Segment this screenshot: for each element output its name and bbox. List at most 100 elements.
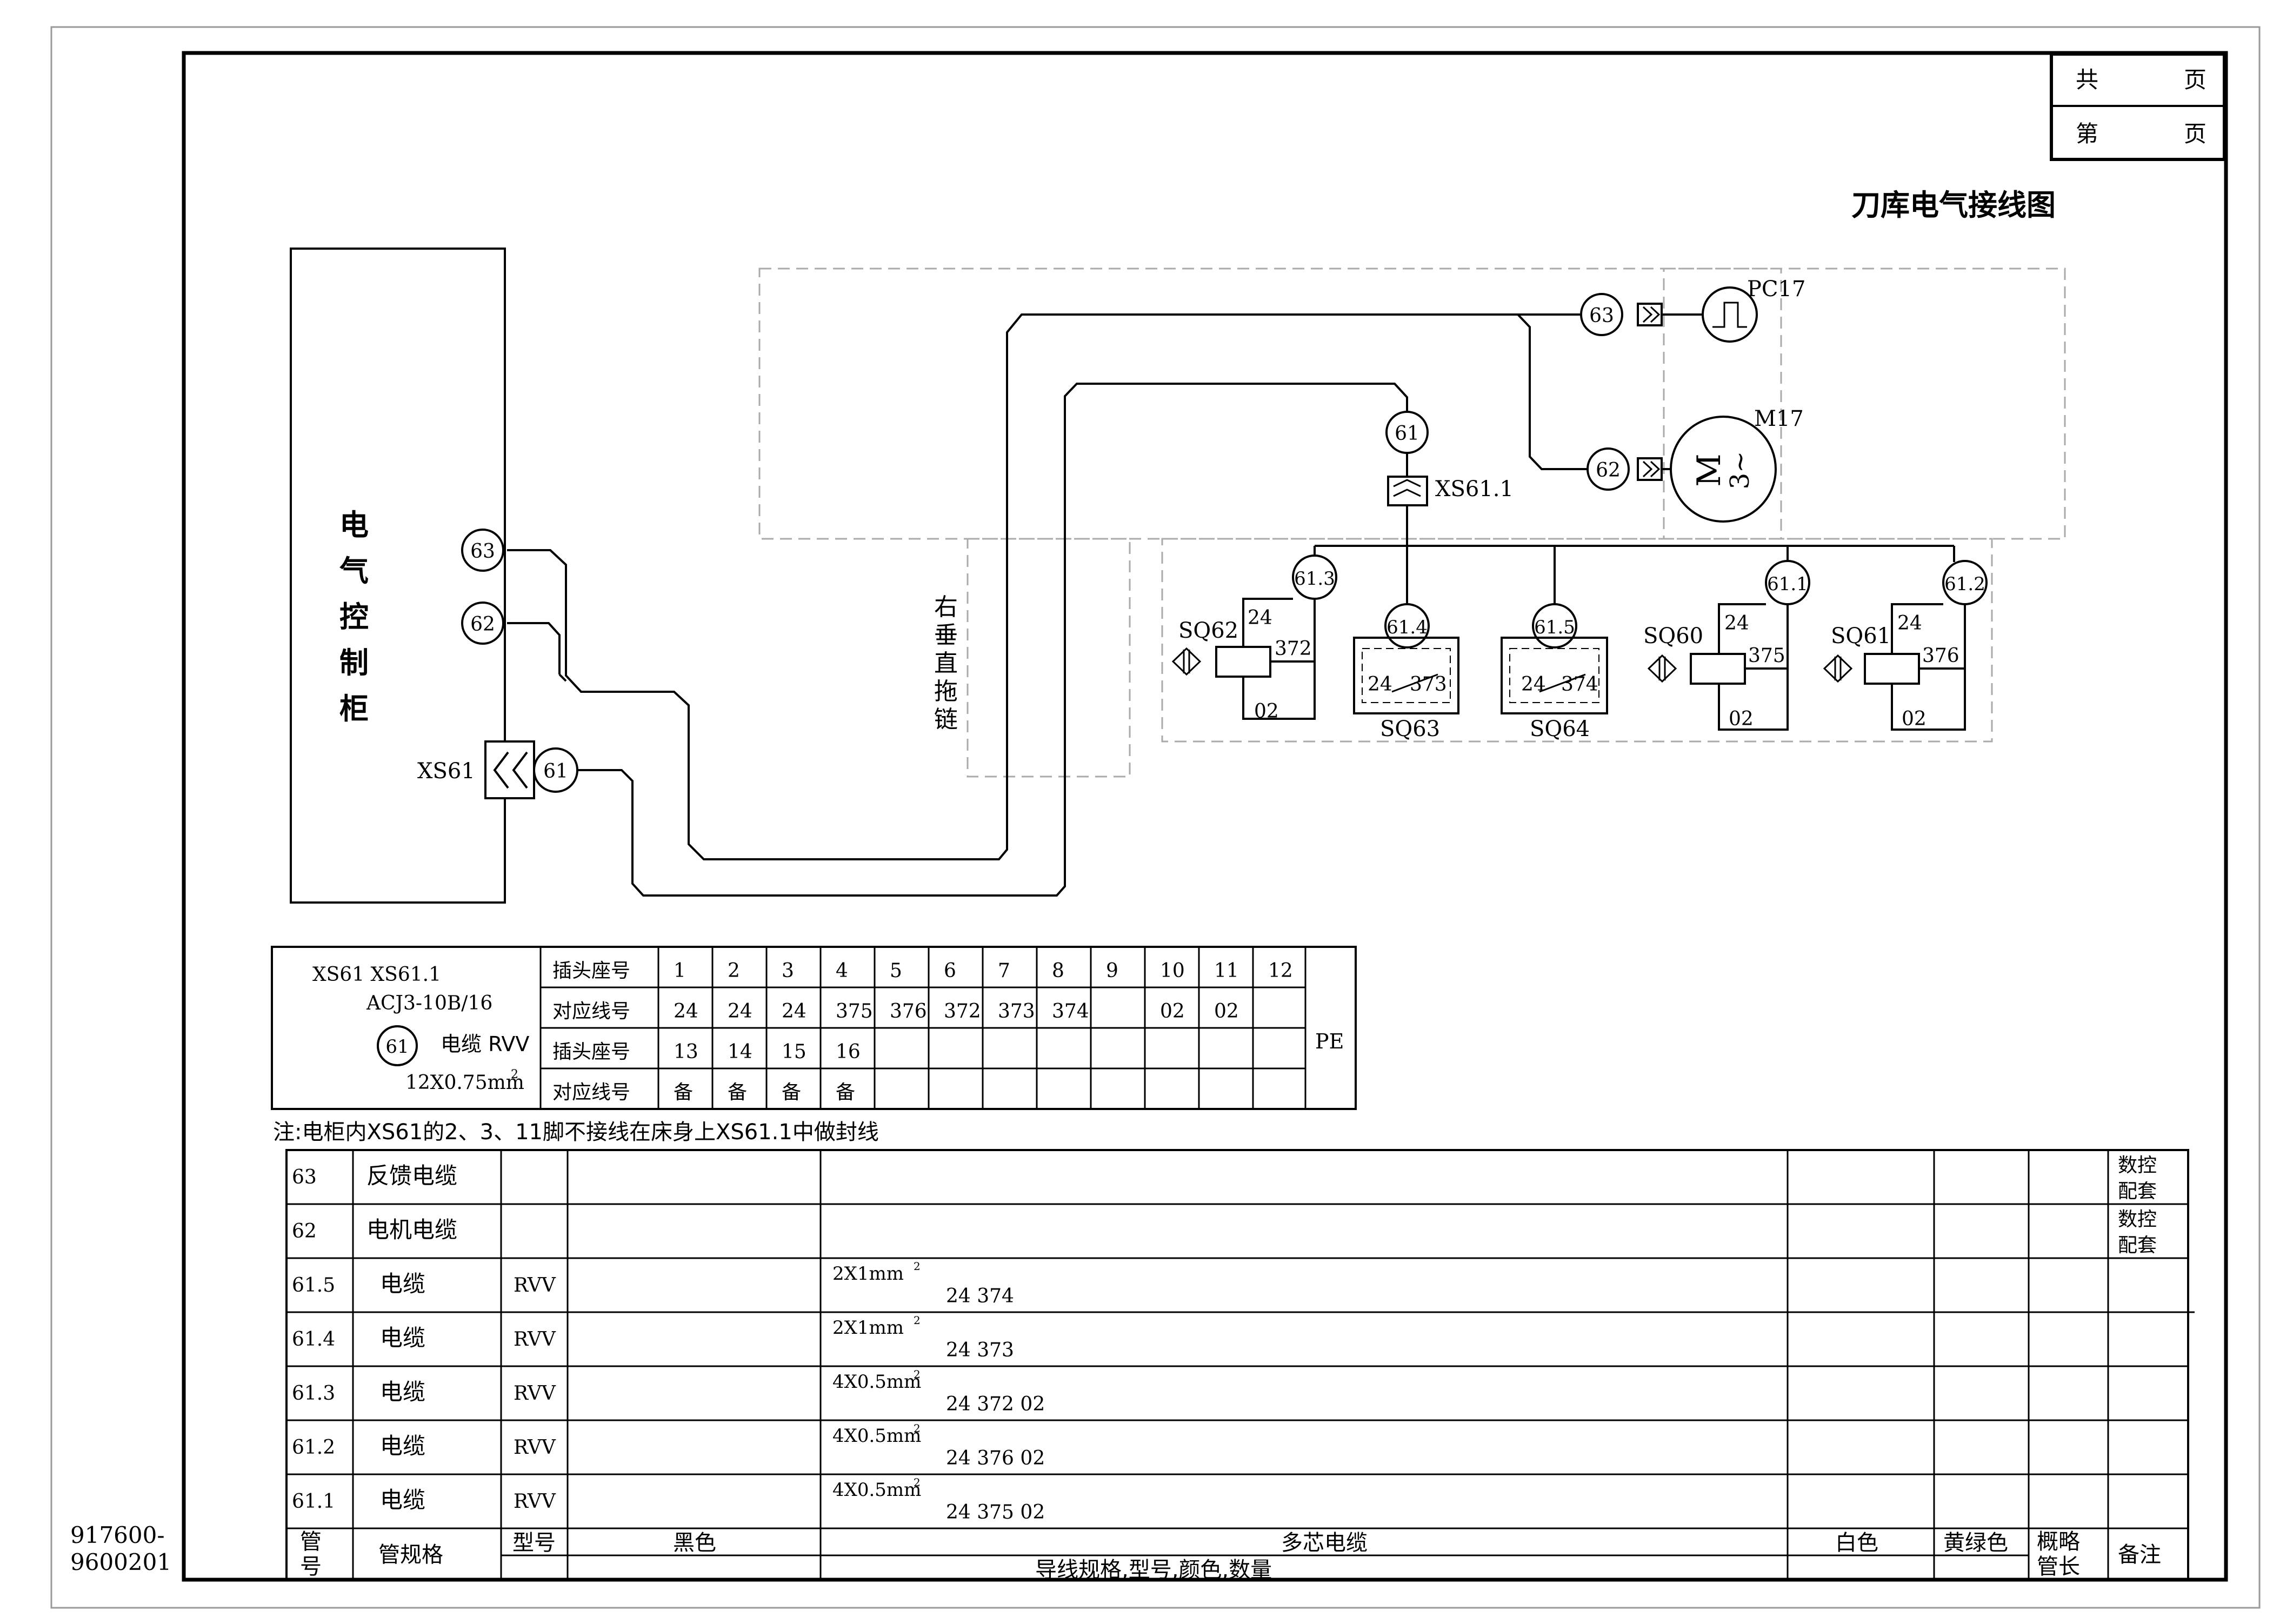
switch-sq60: 61.1 SQ60 24 375 02 <box>1643 560 1810 731</box>
bubble-63-cabinet-text: 63 <box>470 540 495 563</box>
cable-row-remark-2: 配套 <box>2118 1234 2157 1257</box>
pin-cell-pins_1-4: 4 <box>836 960 848 982</box>
switch-sq64: 61.5 24 374 SQ64 <box>1501 603 1608 741</box>
sq63-wire-right: 373 <box>1410 673 1447 696</box>
sq60-wire-side: 375 <box>1748 645 1785 667</box>
bubble-615-text: 61.5 <box>1534 617 1575 638</box>
cable-row-no: 61.3 <box>292 1382 335 1405</box>
cable-row-wires: 24 372 02 <box>946 1393 1045 1415</box>
pin-cell-pins_1-3: 3 <box>782 960 794 982</box>
row-label-wire-2: 对应线号 <box>552 1081 630 1104</box>
footer-length-2: 管长 <box>2037 1554 2080 1579</box>
drag-chain-char-5: 链 <box>934 706 958 733</box>
bubble-62-cabinet <box>461 602 504 645</box>
control-cabinet: 电 气 控 制 柜 XS61 <box>290 248 535 904</box>
pin-cell-pins_2-3: 15 <box>782 1041 806 1063</box>
pin-table-pe: PE <box>1315 1030 1344 1053</box>
zone-drag-chain <box>966 538 1131 778</box>
bubble-63-field-text: 63 <box>1589 305 1614 327</box>
cable-row-spec: 4X0.5mm <box>832 1371 921 1393</box>
sq62-wire-side: 372 <box>1275 638 1312 660</box>
pin-table-cable-type: 电缆 RVV <box>441 1032 529 1056</box>
footer-white: 白色 <box>1835 1531 1878 1555</box>
pin-cell-pins_1-9: 9 <box>1106 960 1118 982</box>
pin-cell-wires_1-11: 02 <box>1214 1000 1239 1022</box>
sq61-wire-bottom: 02 <box>1902 708 1927 730</box>
cable-row-wires: 24 376 02 <box>946 1447 1045 1469</box>
cable-row-spec: 4X0.5mm <box>832 1479 921 1501</box>
pin-table-cable-spec: 12X0.75mm <box>405 1072 524 1094</box>
cable-row-spec-sup: 2 <box>914 1422 921 1435</box>
bubble-62-field-text: 62 <box>1596 459 1621 482</box>
pin-cell-pins_1-12: 12 <box>1268 960 1293 982</box>
xs611-connector <box>1387 476 1428 506</box>
bubble-63-cabinet <box>461 529 504 572</box>
pin-table-cable-bubble: 61 <box>385 1036 409 1058</box>
bubble-61-field <box>1385 411 1429 454</box>
cabinet-label-char-4: 制 <box>339 646 369 680</box>
outer-border <box>50 26 2261 1609</box>
sq63-wire-left: 24 <box>1368 673 1392 696</box>
pin-cell-wires_1-3: 24 <box>782 1000 806 1022</box>
sq60-label: SQ60 <box>1643 624 1703 649</box>
cable-63-route <box>507 313 1587 860</box>
footer-wire-spec: 导线规格,型号,颜色,数量 <box>1035 1558 1272 1582</box>
cable-62-route <box>1517 313 1587 470</box>
drag-chain-char-3: 直 <box>934 650 958 677</box>
drawing-number-line1: 917600- <box>70 1522 165 1548</box>
cable-row-remark-1: 数控 <box>2118 1208 2157 1231</box>
cable-row-type: RVV <box>514 1491 556 1513</box>
pin-cell-wires_2-1: 备 <box>674 1081 693 1104</box>
footer-pipe-no-2: 号 <box>300 1554 322 1579</box>
pin-cell-pins_1-11: 11 <box>1214 960 1239 982</box>
pin-cell-pins_1-8: 8 <box>1052 960 1064 982</box>
bubble-61-cabinet <box>533 747 578 793</box>
cable-row-spec: 4X0.5mm <box>832 1425 921 1447</box>
footer-multicore: 多芯电缆 <box>1281 1531 1368 1555</box>
drag-chain-label: 右 垂 直 拖 链 <box>934 593 958 733</box>
pin-cell-wires_2-3: 备 <box>782 1081 801 1104</box>
cable-row-spec: 2X1mm <box>832 1263 904 1285</box>
xs61-connector <box>484 740 535 799</box>
drawing-number-line2: 9600201 <box>70 1549 171 1575</box>
wiring-note: 注:电柜内XS61的2、3、11脚不接线在床身上XS61.1中做封线 <box>273 1120 879 1145</box>
sq61-wire-side: 376 <box>1922 645 1959 667</box>
sq60-wire-bottom: 02 <box>1729 708 1754 730</box>
pin-cell-wires_1-4: 375 <box>836 1000 873 1022</box>
pin-cell-wires_1-7: 373 <box>998 1000 1035 1022</box>
bubble-61-cabinet-text: 61 <box>543 760 568 783</box>
cable-row-name: 电缆 <box>380 1487 425 1513</box>
pin-cell-pins_1-5: 5 <box>890 960 902 982</box>
pin-table-connector-names: XS61 XS61.1 <box>312 964 441 986</box>
switch-sq63: 61.4 24 373 SQ63 <box>1353 603 1459 741</box>
footer-yellow-green: 黄绿色 <box>1943 1531 2008 1555</box>
cable-routes <box>507 313 1955 897</box>
inner-frame <box>182 51 2228 1582</box>
cable-row-wires: 24 373 <box>946 1339 1014 1361</box>
field-devices: 63 PC17 62 M 3~ M17 61 XS61.1 <box>1385 277 1805 523</box>
bubble-61-field-text: 61 <box>1395 423 1419 445</box>
bubble-612-text: 61.2 <box>1944 573 1985 595</box>
pin-cell-pins_1-2: 2 <box>728 960 740 982</box>
cable-row-spec-sup: 2 <box>914 1476 921 1489</box>
footer-black: 黑色 <box>673 1531 716 1555</box>
dashed-zones <box>758 268 2066 778</box>
title-block-sheet-unit: 页 <box>2184 121 2207 147</box>
cable-row-name: 电缆 <box>380 1379 425 1405</box>
sq60-wire-top: 24 <box>1724 612 1749 634</box>
switch-sq62: 61.3 SQ62 24 372 02 <box>1171 554 1337 723</box>
footer-pipe-spec: 管规格 <box>378 1542 443 1567</box>
pin-cell-pins_1-6: 6 <box>944 960 956 982</box>
cable-row-remark-1: 数控 <box>2118 1154 2157 1177</box>
cable-row-wires: 24 374 <box>946 1285 1014 1307</box>
bubble-611-text: 61.1 <box>1767 573 1808 595</box>
zone-switches <box>1161 538 1993 743</box>
sq62-label: SQ62 <box>1178 618 1238 643</box>
sq64-wire-right: 374 <box>1561 673 1598 696</box>
bubble-62-field <box>1587 447 1630 491</box>
drag-chain-char-4: 拖 <box>934 678 958 705</box>
motor-phase: 3~ <box>1725 451 1755 490</box>
cable-row-name: 电缆 <box>380 1271 425 1297</box>
pin-cell-wires_1-1: 24 <box>674 1000 698 1022</box>
